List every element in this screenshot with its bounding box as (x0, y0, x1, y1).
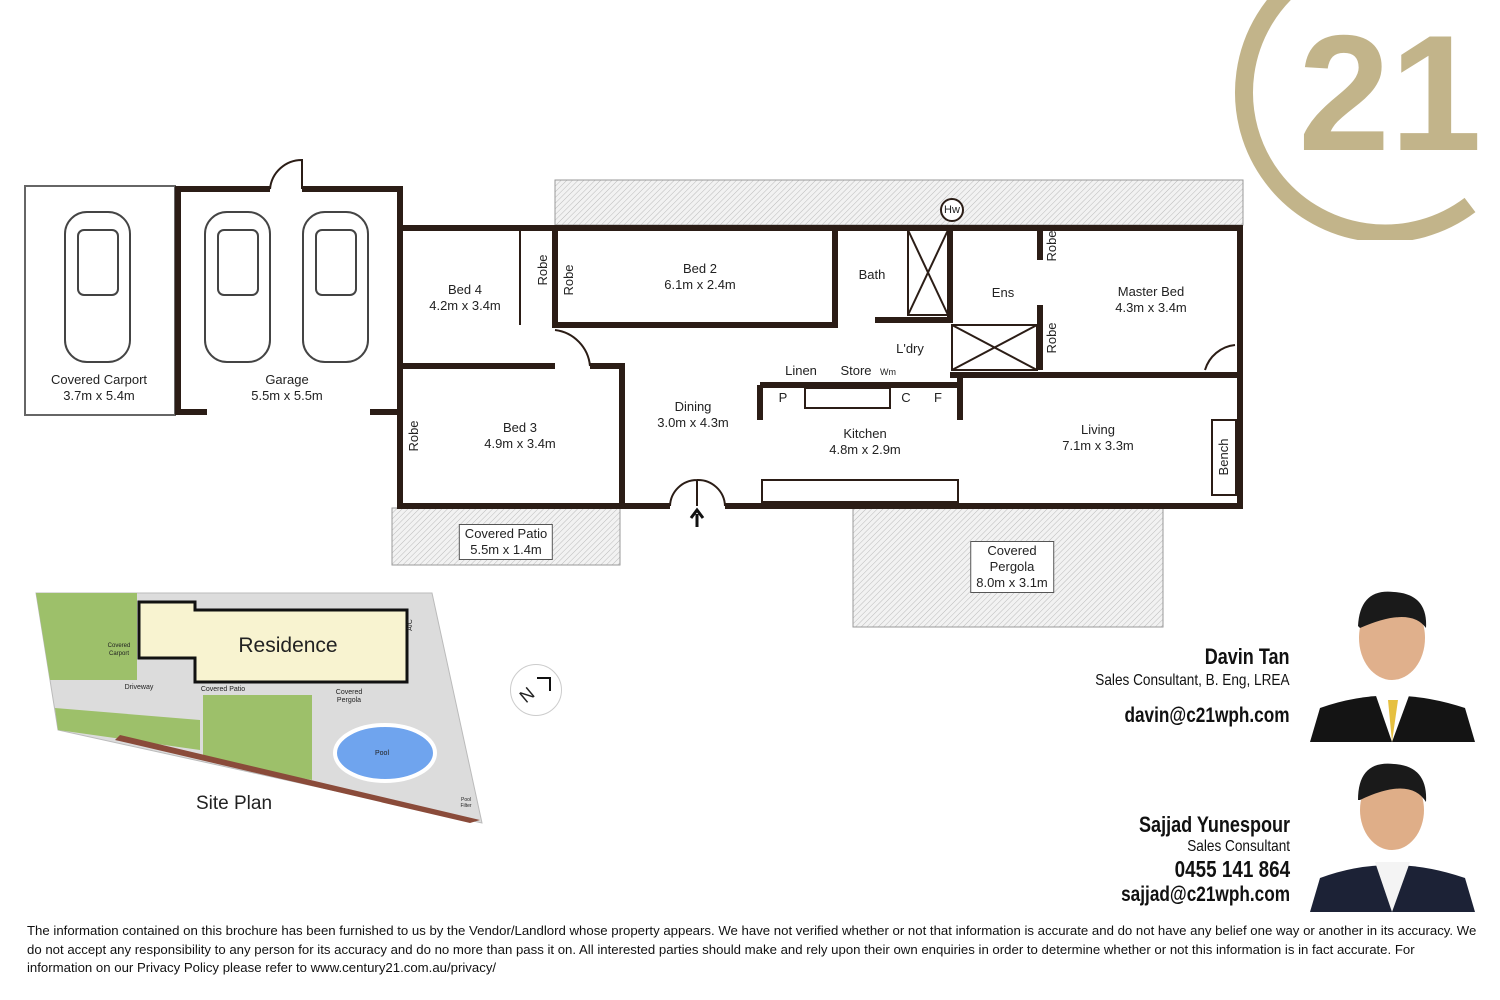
agent-title: Sales Consultant, B. Eng, LREA (1095, 672, 1290, 689)
north-compass-icon: N (510, 664, 562, 716)
site-plan-title: Site Plan (195, 793, 273, 814)
label-hw: Hw (944, 204, 960, 216)
agent-photo-sajjad (1310, 763, 1475, 912)
agent-email[interactable]: davin@c21wph.com (1124, 704, 1290, 727)
agent-name: Sajjad Yunespour (1138, 812, 1290, 837)
floor-plan (24, 158, 1244, 628)
label-robe: Robe (406, 420, 421, 452)
label-bench: Bench (1216, 438, 1231, 476)
agent-name: Davin Tan (1205, 644, 1290, 669)
label-f: F (934, 390, 942, 405)
agent-title: Sales Consultant (1187, 838, 1290, 855)
site-patio-label: Covered Patio (200, 686, 246, 693)
agent-email[interactable]: sajjad@c21wph.com (1121, 883, 1290, 906)
label-robe: Robe (535, 254, 550, 286)
site-ac-label: A/C (407, 619, 414, 631)
site-residence-label: Residence (238, 634, 338, 657)
agent-photo-davin (1310, 591, 1475, 742)
label-c: C (901, 390, 911, 405)
entry-arrow-icon (689, 507, 705, 527)
label-robe: Robe (1044, 230, 1059, 262)
site-driveway-label: Driveway (124, 684, 154, 691)
site-pool-filter-label: Pool Filter (460, 797, 472, 809)
agent-card-davin: Davin Tan Sales Consultant, B. Eng, LREA… (1061, 644, 1290, 728)
site-plan (35, 592, 483, 824)
disclaimer-text: The information contained on this brochu… (27, 923, 1477, 975)
label-store: Store (840, 363, 872, 378)
label-robe: Robe (1044, 322, 1059, 354)
label-linen: Linen (785, 363, 817, 378)
label-laundry: L'dry (896, 341, 924, 356)
site-carport-label: Covered Carport (107, 643, 131, 657)
agent-card-sajjad: Sajjad Yunespour Sales Consultant 0455 1… (1084, 812, 1290, 907)
label-ens: Ens (991, 285, 1015, 300)
logo-text: 21 (1298, 1, 1482, 185)
agent-phone[interactable]: 0455 141 864 (1174, 856, 1290, 882)
label-bath: Bath (858, 267, 886, 282)
label-pantry: P (778, 390, 788, 405)
walls (175, 186, 1243, 509)
site-pergola-label: Covered Pergola (335, 689, 363, 704)
label-robe: Robe (561, 264, 576, 296)
label-wm: Wm (880, 367, 896, 377)
fixtures (269, 158, 1237, 507)
century21-logo: 21 (1235, 0, 1482, 240)
car-icons (64, 211, 369, 363)
site-pool-label: Pool (374, 750, 390, 757)
